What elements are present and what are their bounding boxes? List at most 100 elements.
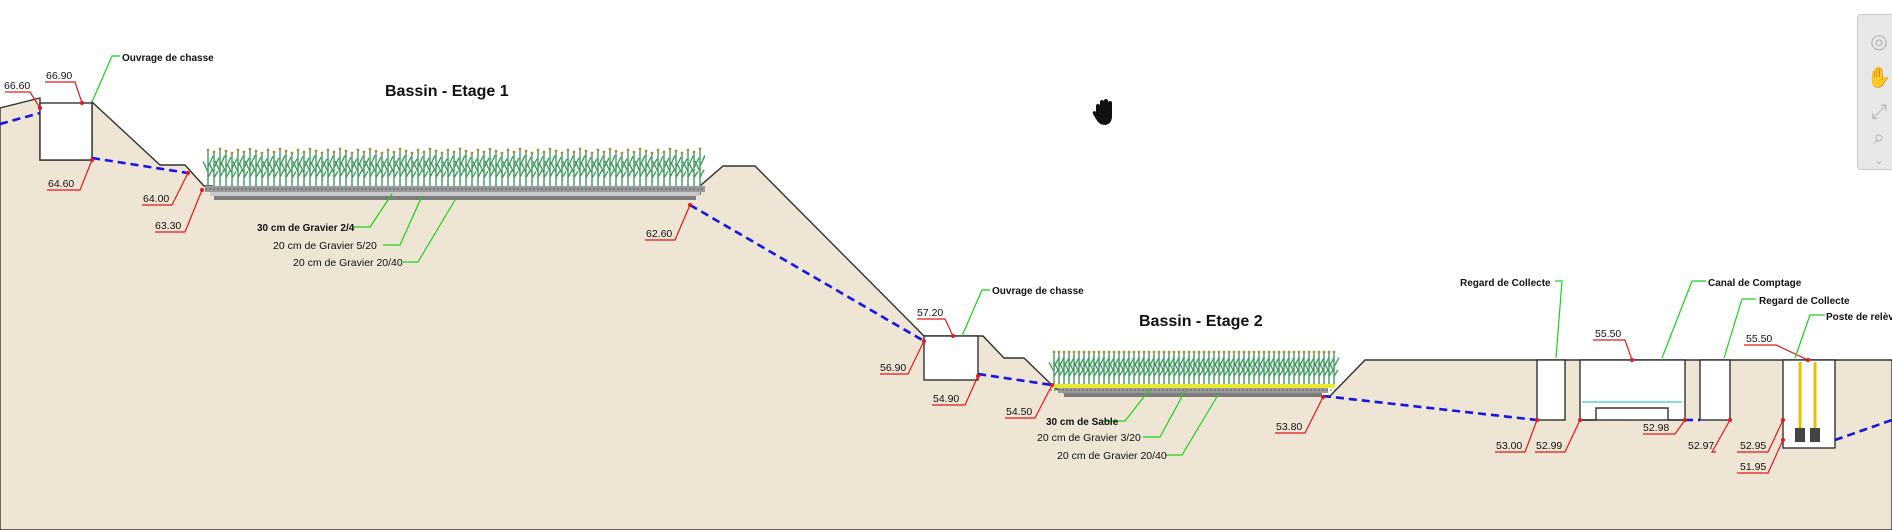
reed-plant — [274, 150, 286, 186]
reed-plant-head — [350, 151, 354, 155]
reed-plant-head — [1302, 350, 1306, 354]
reed-plant-head — [284, 149, 288, 153]
reed-plant-head — [314, 149, 318, 153]
reed-plant — [1128, 353, 1140, 384]
reed-plant — [1073, 353, 1085, 384]
reed-plant-head — [632, 150, 636, 154]
reed-plant-head — [452, 150, 456, 154]
reed-plant — [622, 151, 634, 186]
elevation-label: 63.30 — [155, 220, 181, 232]
reed-plant — [292, 151, 304, 186]
reed-plant-head — [374, 149, 378, 153]
reed-plant — [502, 151, 514, 186]
regard2-chamber — [1699, 359, 1731, 421]
stage2-title: Bassin - Etage 2 — [1139, 313, 1263, 330]
reed-plant — [382, 151, 394, 186]
reed-plant-head — [416, 148, 420, 152]
reed-plant-head — [1247, 350, 1251, 354]
reed-plant-head — [530, 151, 534, 155]
reed-plant — [1143, 353, 1155, 384]
reed-plant — [568, 153, 580, 186]
reed-plant — [508, 153, 520, 186]
reed-plant — [1198, 353, 1210, 384]
zoom-extents-icon[interactable]: ⤢ — [1871, 101, 1887, 123]
reed-plant-head — [518, 147, 522, 151]
elevation-label: 53.00 — [1496, 440, 1522, 452]
pipe-segment-1 — [0, 111, 41, 126]
reed-plant-head — [554, 149, 558, 153]
reed-plant-head — [668, 147, 672, 151]
reed-plant-head — [1292, 350, 1296, 354]
pipe-segment-2 — [91, 156, 189, 175]
reed-plant-head — [1197, 350, 1201, 354]
reed-plant-head — [1252, 350, 1256, 354]
reed-plant-head — [236, 148, 240, 152]
reed-plant — [496, 154, 508, 186]
reed-plant-head — [332, 150, 336, 154]
reed-plant-head — [338, 147, 342, 151]
reed-plant — [232, 151, 244, 186]
reed-plant — [610, 152, 622, 186]
reed-plant — [1313, 353, 1325, 384]
reed-plant — [322, 151, 334, 186]
steering-wheel-icon[interactable]: ◎ — [1870, 31, 1888, 53]
ground-profile — [0, 97, 1892, 530]
poste-relevage-chamber — [1782, 359, 1836, 449]
reed-plant — [1218, 353, 1230, 384]
elevation-label: 56.90 — [880, 362, 906, 374]
reed-plant — [1053, 353, 1065, 384]
reed-plant-head — [212, 150, 216, 154]
reed-plant-head — [1137, 350, 1141, 354]
pipe-segment-5 — [1322, 394, 1538, 422]
reed-plant-head — [638, 147, 642, 151]
reed-plant-head — [1177, 350, 1181, 354]
stage2-layer-2: 20 cm de Gravier 3/20 — [1037, 432, 1141, 444]
elevation-label: 66.60 — [4, 80, 30, 92]
reed-plant-head — [686, 148, 690, 152]
reed-plant-head — [1102, 350, 1106, 354]
reed-plant — [1273, 353, 1285, 384]
reed-plant — [652, 151, 664, 186]
reed-plant-head — [1082, 350, 1086, 354]
pan-hand-icon[interactable]: ✋ — [1866, 67, 1892, 89]
reed-plant-head — [1077, 350, 1081, 354]
label-regard-collecte-1: Regard de Collecte — [1460, 278, 1551, 289]
zoom-magnifier-icon[interactable]: ⌕ — [1873, 127, 1885, 149]
reed-plant — [1093, 353, 1105, 384]
reed-plant-head — [1132, 350, 1136, 354]
reed-plant — [1063, 353, 1075, 384]
chevron-down-icon[interactable]: ⌄ — [1873, 153, 1885, 167]
reed-plant-head — [362, 150, 366, 154]
stage1-layer-3: 20 cm de Gravier 20/40 — [293, 257, 403, 269]
reed-plant-head — [1092, 350, 1096, 354]
reed-plant — [604, 150, 616, 186]
reed-plant — [574, 150, 586, 186]
reed-plant — [640, 152, 652, 186]
reed-plant-head — [494, 149, 498, 153]
reed-plant — [514, 150, 526, 186]
reed-plant-head — [1277, 350, 1281, 354]
reed-plant-head — [242, 150, 246, 154]
reed-plant — [472, 151, 484, 186]
reed-plant — [250, 152, 262, 186]
reed-plant-head — [1067, 350, 1071, 354]
reed-plant — [310, 152, 322, 186]
reed-plant-head — [470, 151, 474, 155]
reed-plant — [550, 152, 562, 186]
reed-plant-head — [320, 151, 324, 155]
reed-plant-head — [1087, 350, 1091, 354]
reed-plant-head — [620, 151, 624, 155]
reed-plant — [1163, 353, 1175, 384]
reed-plant-head — [290, 151, 294, 155]
reed-plant — [304, 150, 316, 186]
reed-plant — [1153, 353, 1165, 384]
reed-plant — [244, 150, 256, 186]
reed-plant-head — [1242, 350, 1246, 354]
reed-plant-head — [524, 149, 528, 153]
reed-plant — [376, 154, 388, 186]
reed-plant — [364, 150, 376, 186]
reed-plant-head — [206, 148, 210, 152]
reed-plant-head — [1237, 350, 1241, 354]
navigation-bar[interactable]: ◎ ✋ ⤢ ⌕ ⌄ — [1857, 14, 1892, 170]
